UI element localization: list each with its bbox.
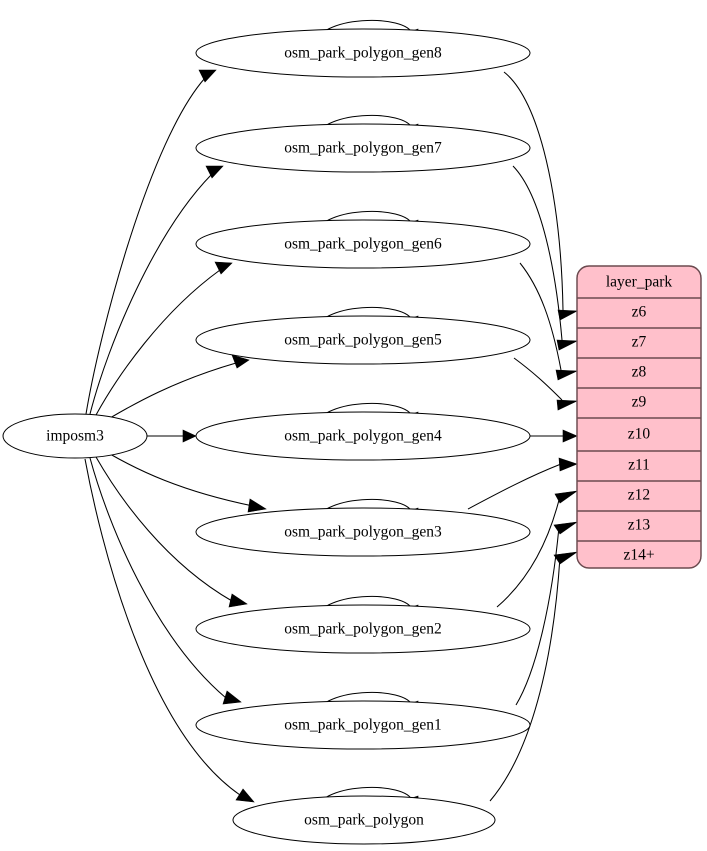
edge-imposm3-to-gen6 xyxy=(95,269,221,416)
edge-imposm3-to-gen2 xyxy=(95,456,233,602)
edge-gen1-to-z13 xyxy=(515,526,560,706)
table-row-z10[interactable]: z10 xyxy=(628,426,651,443)
edge-gen3-to-z11 xyxy=(467,463,562,510)
node-label-imposm3: imposm3 xyxy=(46,428,104,445)
arrowhead-gen3-in xyxy=(247,498,267,513)
node-label-gen7: osm_park_polygon_gen7 xyxy=(284,140,442,157)
table-row-z9[interactable]: z9 xyxy=(632,394,647,411)
table-node-layer-park[interactable]: layer_park z6 z7 z8 z9 z10 z11 z12 z13 z… xyxy=(576,265,702,569)
table-header-label: layer_park xyxy=(606,274,673,291)
node-imposm3[interactable]: imposm3 xyxy=(2,413,148,459)
edge-gen8-to-z6 xyxy=(503,71,564,311)
edge-gen6-to-z8 xyxy=(519,262,562,371)
table-row-z12[interactable]: z12 xyxy=(628,487,650,504)
node-gen2[interactable]: osm_park_polygon_gen2 xyxy=(195,604,531,654)
node-label-gen4: osm_park_polygon_gen4 xyxy=(284,428,442,445)
arrowhead-gen4-in xyxy=(182,429,197,443)
table-row-z13[interactable]: z13 xyxy=(628,517,651,534)
edge-imposm3-to-gen1 xyxy=(89,457,227,699)
arrowhead-gen2-in xyxy=(228,593,248,608)
arrowhead-z8-in xyxy=(555,369,578,381)
edge-base-to-z14plus xyxy=(489,556,561,802)
edge-group-nodes-to-table xyxy=(467,71,579,802)
node-gen1[interactable]: osm_park_polygon_gen1 xyxy=(195,700,531,750)
arrowhead-z9-in xyxy=(556,399,578,411)
arrowhead-base-in xyxy=(235,788,255,803)
node-base[interactable]: osm_park_polygon xyxy=(232,795,496,845)
node-gen3[interactable]: osm_park_polygon_gen3 xyxy=(195,507,531,557)
arrowhead-z10-in xyxy=(562,429,578,443)
node-label-base: osm_park_polygon xyxy=(304,812,424,829)
node-label-gen8: osm_park_polygon_gen8 xyxy=(284,45,442,62)
node-label-gen3: osm_park_polygon_gen3 xyxy=(284,524,442,541)
edge-gen5-to-z9 xyxy=(513,357,563,401)
node-group: imposm3 osm_park_polygon_gen8 osm_park_p… xyxy=(2,28,531,845)
table-row-z14plus[interactable]: z14+ xyxy=(623,547,654,564)
table-row-z6[interactable]: z6 xyxy=(632,304,647,321)
arrowhead-gen5-in xyxy=(231,354,250,369)
edge-imposm3-to-base xyxy=(84,458,241,796)
node-label-gen5: osm_park_polygon_gen5 xyxy=(284,332,442,349)
arrowhead-gen7-in xyxy=(205,165,224,179)
arrowhead-z11-in xyxy=(558,457,578,472)
arrowhead-z14plus-in xyxy=(553,551,578,565)
edge-imposm3-to-gen8 xyxy=(85,77,206,415)
node-gen4[interactable]: osm_park_polygon_gen4 xyxy=(195,411,531,461)
table-row-z8[interactable]: z8 xyxy=(632,364,647,381)
table-row-z7[interactable]: z7 xyxy=(632,334,647,351)
node-label-gen1: osm_park_polygon_gen1 xyxy=(284,717,442,734)
edge-imposm3-to-gen7 xyxy=(89,173,213,415)
node-gen7[interactable]: osm_park_polygon_gen7 xyxy=(195,123,531,173)
node-label-gen2: osm_park_polygon_gen2 xyxy=(284,621,442,638)
edge-imposm3-to-gen3 xyxy=(109,453,254,507)
edge-gen2-to-z12 xyxy=(496,495,561,608)
table-border xyxy=(576,265,702,569)
node-gen5[interactable]: osm_park_polygon_gen5 xyxy=(195,315,531,365)
arrowhead-gen1-in xyxy=(222,690,242,705)
node-gen6[interactable]: osm_park_polygon_gen6 xyxy=(195,219,531,269)
table-row-z11[interactable]: z11 xyxy=(628,457,650,474)
edge-imposm3-to-gen5 xyxy=(109,362,237,419)
arrowhead-gen8-in xyxy=(198,69,217,83)
edge-group-source-to-nodes xyxy=(84,69,267,803)
edge-gen7-to-z7 xyxy=(512,165,563,341)
arrowhead-z7-in xyxy=(556,339,579,351)
arrowhead-z13-in xyxy=(553,521,578,535)
arrowhead-gen6-in xyxy=(214,261,233,275)
arrowhead-z6-in xyxy=(557,309,579,321)
node-gen8[interactable]: osm_park_polygon_gen8 xyxy=(195,28,531,78)
arrowhead-z12-in xyxy=(554,490,578,504)
node-label-gen6: osm_park_polygon_gen6 xyxy=(284,236,442,253)
